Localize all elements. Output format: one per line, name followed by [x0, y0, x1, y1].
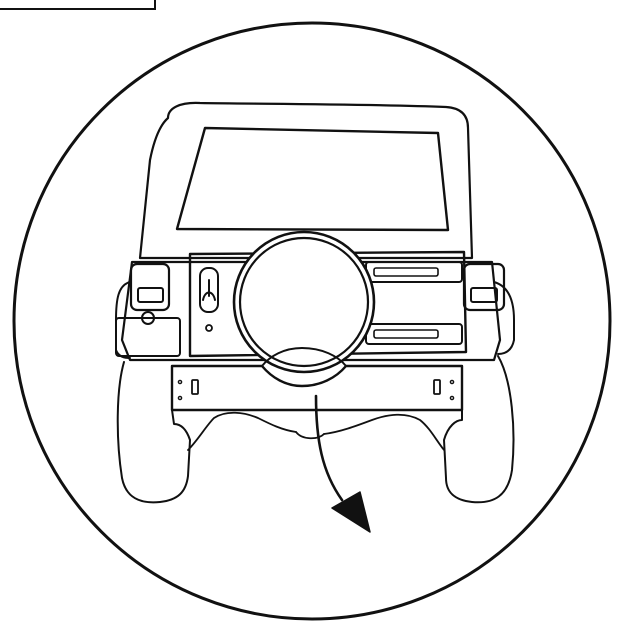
bumper-slot-right	[433, 379, 441, 395]
swing-arrow-head	[331, 491, 371, 533]
differential	[295, 431, 325, 440]
license-plate	[115, 317, 181, 357]
callout-circle	[12, 21, 612, 621]
left-tail-light-lens	[137, 287, 164, 303]
plate-light	[141, 311, 155, 325]
spare-tire	[232, 230, 376, 374]
bumper-bolt	[449, 395, 455, 401]
right-tail-light-lens	[470, 287, 498, 303]
bumper-top-edge	[261, 347, 347, 367]
right-wheel	[443, 355, 515, 504]
tailgate-handle	[199, 267, 219, 313]
left-tail-light	[129, 262, 171, 312]
body-tub	[120, 260, 502, 362]
step-label-box	[0, 0, 156, 10]
underside-left	[187, 411, 297, 451]
bumper-bolt	[177, 395, 183, 401]
handle-lever	[202, 279, 216, 301]
spare-tire-inner	[238, 236, 370, 368]
carrier-bracket-upper	[365, 261, 463, 283]
left-wheel	[116, 361, 191, 504]
bumper-bolt	[449, 379, 455, 385]
underside-right	[323, 413, 445, 451]
carrier-bracket-lower	[365, 323, 463, 345]
rear-window	[175, 126, 450, 232]
tailgate	[188, 250, 468, 358]
bumper-bolt	[177, 379, 183, 385]
swing-arrow-path	[314, 394, 344, 502]
bumper-slot-left	[191, 379, 199, 395]
handle-lock	[205, 324, 213, 332]
carrier-bracket-lower-slot	[373, 329, 439, 339]
carrier-bracket-upper-slot	[373, 267, 439, 277]
soft-top	[138, 101, 474, 260]
